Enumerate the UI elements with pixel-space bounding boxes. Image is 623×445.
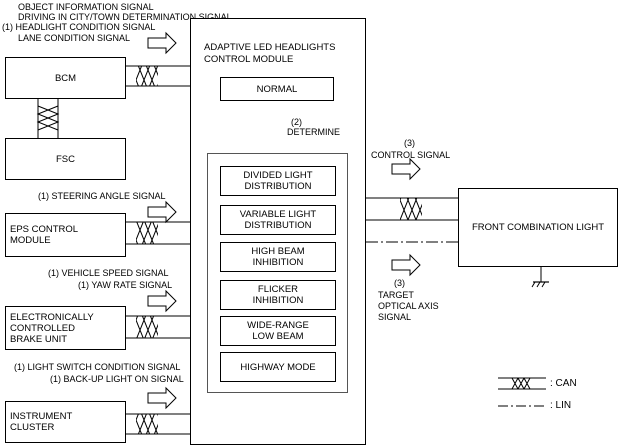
normal-label: NORMAL: [256, 83, 298, 95]
function-label: FLICKER INHIBITION: [252, 284, 304, 306]
control-signal-number: (3): [404, 138, 415, 148]
module-title: ADAPTIVE LED HEADLIGHTS CONTROL MODULE: [204, 42, 336, 65]
cluster-signal-arrow: [147, 386, 177, 410]
function-divided-light: DIVIDED LIGHT DISTRIBUTION: [220, 166, 336, 196]
determine-label: DETERMINE: [287, 127, 341, 137]
bcm-signal-2: DRIVING IN CITY/TOWN DETERMINATION SIGNA…: [18, 12, 232, 22]
brake-label: ELECTRONICALLY CONTROLLED BRAKE UNIT: [10, 311, 94, 345]
cluster-label: INSTRUMENT CLUSTER: [10, 411, 73, 433]
control-signal-arrow: [391, 157, 421, 181]
bcm-label: BCM: [54, 72, 77, 84]
function-label: HIGH BEAM INHIBITION: [251, 246, 305, 268]
determine-number: (2): [291, 117, 302, 127]
eps-label: EPS CONTROL MODULE: [10, 224, 79, 246]
bcm-signal-3: (1) HEADLIGHT CONDITION SIGNAL: [2, 22, 156, 32]
cluster-signal-2: (1) BACK-UP LIGHT ON SIGNAL: [50, 374, 184, 384]
legend-can-symbol: [498, 377, 546, 390]
function-flicker-inhibition: FLICKER INHIBITION: [220, 280, 336, 310]
function-high-beam-inhibition: HIGH BEAM INHIBITION: [220, 242, 336, 272]
fsc-box: FSC: [5, 138, 126, 180]
brake-unit-box: ELECTRONICALLY CONTROLLED BRAKE UNIT: [5, 306, 126, 350]
function-label: DIVIDED LIGHT DISTRIBUTION: [243, 170, 313, 192]
normal-box: NORMAL: [220, 77, 334, 101]
eps-can-line: [126, 221, 190, 245]
control-signal-label: CONTROL SIGNAL: [371, 150, 451, 160]
fsc-label: FSC: [56, 153, 75, 165]
brake-signal-arrow: [147, 289, 177, 313]
instrument-cluster-box: INSTRUMENT CLUSTER: [5, 401, 126, 443]
brake-signal-1: (1) VEHICLE SPEED SIGNAL: [48, 268, 169, 278]
bcm-signal-4: LANE CONDITION SIGNAL: [18, 33, 131, 43]
cluster-signal-1: (1) LIGHT SWITCH CONDITION SIGNAL: [14, 362, 181, 372]
eps-signal: (1) STEERING ANGLE SIGNAL: [38, 191, 166, 201]
bcm-signal-1: OBJECT INFORMATION SIGNAL: [18, 2, 154, 12]
legend-can-label: : CAN: [550, 378, 577, 389]
bcm-box: BCM: [5, 57, 126, 99]
optical-signal-number: (3): [394, 278, 405, 288]
function-label: WIDE-RANGE LOW BEAM: [247, 320, 309, 342]
front-light-label: FRONT COMBINATION LIGHT: [471, 222, 605, 233]
bcm-signal-arrow: [147, 31, 177, 55]
brake-can-line: [126, 315, 190, 339]
front-combination-light-box: FRONT COMBINATION LIGHT: [458, 188, 618, 267]
function-wide-range-low-beam: WIDE-RANGE LOW BEAM: [220, 316, 336, 346]
bcm-can-line: [126, 65, 190, 87]
brake-signal-2: (1) YAW RATE SIGNAL: [78, 280, 173, 290]
eps-signal-arrow: [147, 200, 177, 224]
optical-signal-label: TARGET OPTICAL AXIS SIGNAL: [378, 290, 439, 322]
ground-icon: [531, 267, 549, 288]
function-variable-light: VARIABLE LIGHT DISTRIBUTION: [220, 205, 336, 235]
front-light-can-line: [366, 197, 458, 221]
optical-signal-arrow: [391, 253, 421, 277]
bcm-fsc-can-line: [36, 98, 60, 138]
function-label: VARIABLE LIGHT DISTRIBUTION: [239, 209, 317, 231]
cluster-can-line: [126, 413, 190, 435]
function-label: HIGHWAY MODE: [240, 361, 316, 373]
eps-control-module-box: EPS CONTROL MODULE: [5, 213, 126, 257]
function-highway-mode: HIGHWAY MODE: [220, 352, 336, 382]
legend-lin-label: : LIN: [550, 400, 572, 411]
